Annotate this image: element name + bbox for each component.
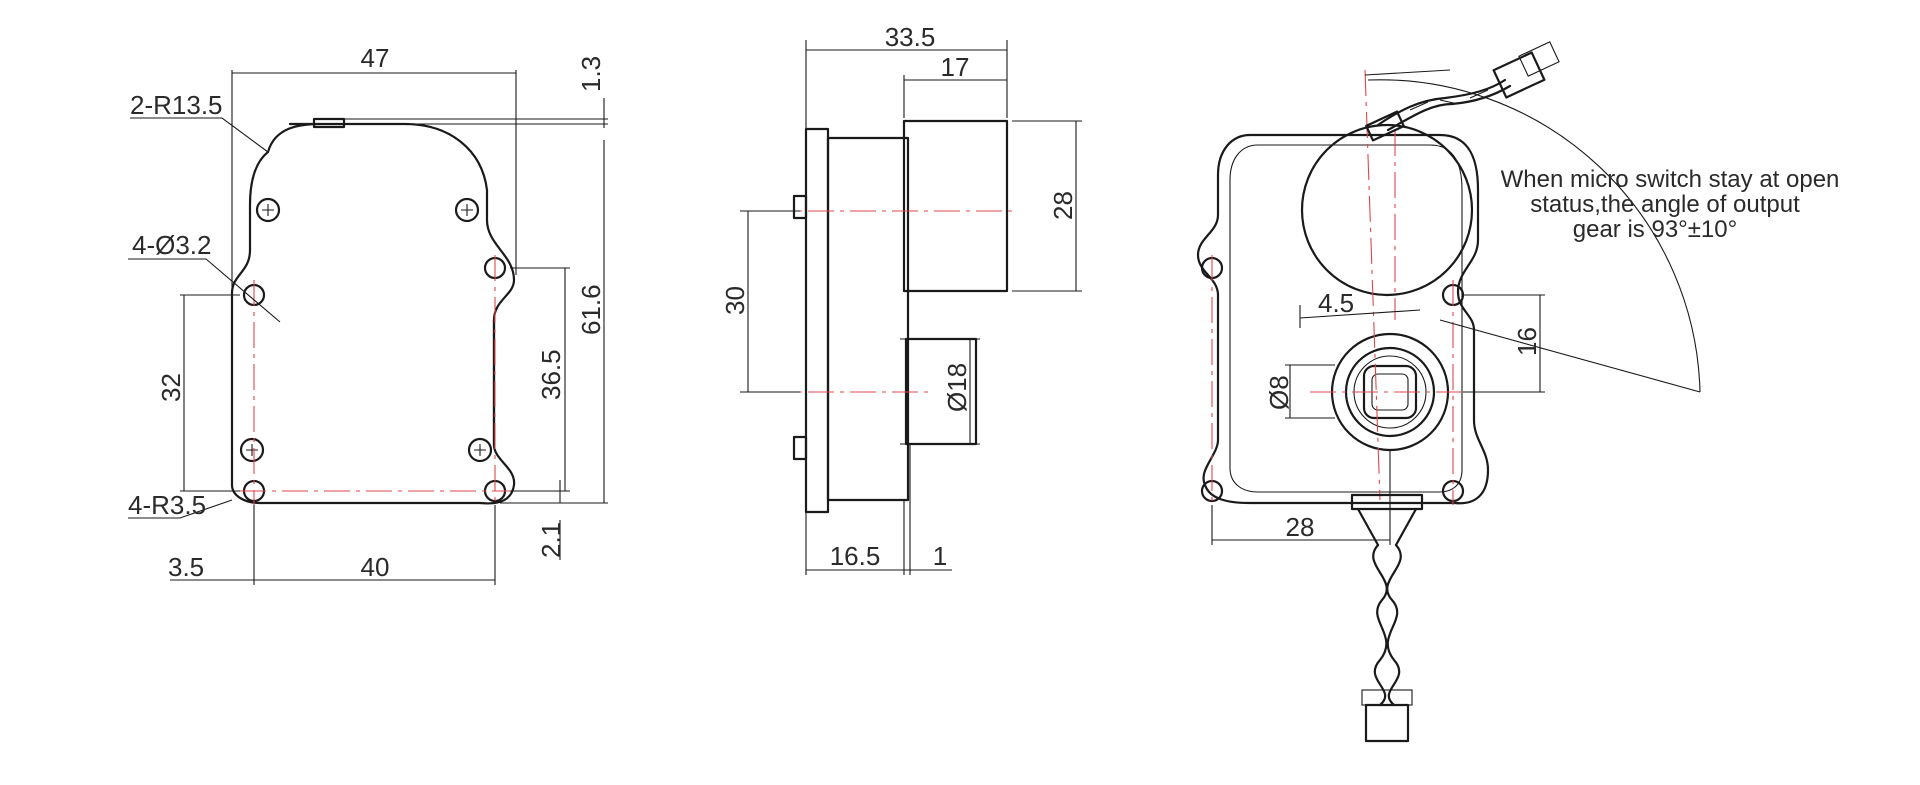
front-view-screw-top-right [454, 197, 480, 223]
rear-view-shaft-to-hole-label: 28 [1286, 512, 1315, 542]
side-view-motor-height-label: 28 [1048, 191, 1078, 220]
side-view-depth-label: 33.5 [885, 22, 936, 52]
front-view-screw-bottom-left [239, 437, 265, 463]
side-view: 33.5 17 28 30 Ø18 16.5 1 [720, 22, 1082, 575]
rear-view-gear-outer [1330, 332, 1450, 452]
rear-view-note-line1: When micro switch stay at open [1501, 166, 1840, 193]
front-view-height-label: 61.6 [576, 284, 606, 335]
front-view-edge-offset-label: 3.5 [168, 552, 204, 582]
rear-view-outline [1196, 133, 1490, 505]
front-view-screw-bottom-right [467, 437, 493, 463]
side-view-flange-thickness-label: 1 [933, 541, 947, 571]
side-view-flange [804, 127, 830, 514]
front-view-dimension-lines [128, 70, 608, 585]
front-view-bottom-offset-label: 2.1 [536, 522, 566, 558]
front-view-horizontal-spacing-label: 40 [361, 552, 390, 582]
front-view-lug-radius-label: 4-R3.5 [128, 490, 206, 520]
front-view-width-label: 47 [361, 43, 390, 73]
rear-view-note-line2: status,the angle of output [1530, 191, 1800, 218]
side-view-flange-depth-label: 16.5 [830, 541, 881, 571]
front-view: 47 2-R13.5 1.3 4-Ø3.2 61.6 32 36.5 4-R3.… [128, 43, 608, 585]
rear-view-top-harness [1365, 41, 1560, 142]
front-view-screw-top-left [255, 197, 281, 223]
rear-view-centerline [1211, 69, 1470, 505]
side-view-motor [902, 119, 1009, 293]
side-view-body [826, 136, 910, 502]
front-view-corner-radius-label: 2-R13.5 [130, 90, 223, 120]
front-view-top-offset-label: 1.3 [576, 56, 606, 92]
side-view-boss-spacing-label: 30 [720, 286, 750, 315]
front-view-left-spacing-label: 32 [156, 373, 186, 402]
rear-view-inner-outline [1229, 144, 1463, 493]
rear-view-motor-circle [1300, 123, 1474, 297]
rear-view-angle-arc [1367, 79, 1701, 393]
rear-view: When micro switch stay at open status,th… [1196, 41, 1840, 743]
rear-view-shaft-offset-label: 4.5 [1318, 288, 1354, 318]
side-view-boss-bottom [792, 435, 808, 461]
side-view-centerline [766, 210, 1018, 393]
rear-view-shaft-dia-label: Ø8 [1264, 375, 1294, 410]
rear-view-bottom-harness [1350, 493, 1424, 743]
side-view-dimension-lines [740, 40, 1082, 575]
front-view-top-tab [312, 117, 346, 129]
rear-view-note-line3: gear is 93°±10° [1573, 216, 1737, 243]
rear-view-hole-offset-label: 16 [1512, 327, 1542, 356]
side-view-motor-depth-label: 17 [941, 52, 970, 82]
front-view-right-spacing-label: 36.5 [536, 349, 566, 400]
front-view-centerline [240, 255, 510, 505]
side-view-hub-dia-label: Ø18 [942, 363, 972, 412]
side-view-boss-top [792, 194, 808, 220]
front-view-outline [230, 122, 516, 505]
rear-view-angle-leader [1364, 69, 1701, 393]
rear-view-dimension-lines [1211, 294, 1545, 545]
front-view-hole-dia-label: 4-Ø3.2 [132, 230, 212, 260]
